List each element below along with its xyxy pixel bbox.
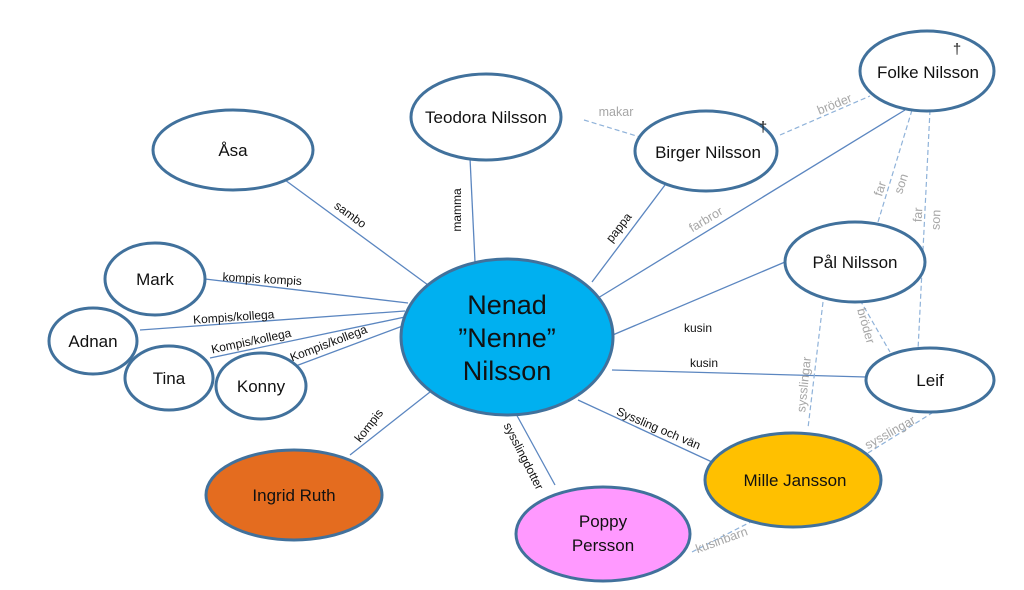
edge-label-sambo: sambo <box>332 199 370 232</box>
edge-label-kusin-pal: kusin <box>684 321 712 335</box>
node-mark[interactable] <box>103 241 207 317</box>
node-label-poppy-line-2: Persson <box>572 536 634 555</box>
edge-label-kollega-tina: Kompis/kollega <box>210 326 293 357</box>
node-konny[interactable] <box>214 351 308 421</box>
edge-label-kusin-leif: kusin <box>690 356 718 370</box>
node-label-folke: Folke Nilsson <box>877 63 979 82</box>
deceased-mark-folke: † <box>953 41 961 58</box>
node-label-teodora: Teodora Nilsson <box>425 108 547 127</box>
node-teodora[interactable] <box>409 72 563 162</box>
edge-kusin-pal <box>607 261 786 338</box>
edge-syssling-van <box>577 399 713 463</box>
edge-label-kompis-mark: kompis kompis <box>222 270 302 288</box>
edge-label-sysslingar-leif: sysslingar <box>862 413 917 452</box>
center-label-line-3: Nilsson <box>463 356 552 386</box>
edge-label-syssling-van: Syssling och vän <box>614 404 702 452</box>
node-asa[interactable] <box>151 108 315 192</box>
edge-label-kompis-ingrid: kompis <box>352 406 386 445</box>
edge-label-far-1: far <box>871 180 889 198</box>
edge-sambo <box>284 179 429 286</box>
node-folke[interactable] <box>858 29 996 113</box>
edge-kusin-leif <box>611 369 867 378</box>
edge-label-son-2: son <box>928 209 943 230</box>
node-label-poppy-line-1: Poppy <box>579 512 628 531</box>
edge-kollega-konny <box>284 323 409 371</box>
node-poppy[interactable] <box>514 485 692 583</box>
edge-far-son-2 <box>917 109 931 351</box>
node-label-adnan: Adnan <box>68 332 117 351</box>
edge-label-makar: makar <box>599 105 634 119</box>
edge-broder-pal-leif <box>859 299 891 353</box>
edge-sysslingdotter <box>514 411 556 486</box>
edge-kompis-mark <box>204 278 409 304</box>
node-adnan[interactable] <box>47 306 139 376</box>
node-leif[interactable] <box>864 346 996 414</box>
edge-label-mamma: mamma <box>450 188 464 232</box>
center-label-line-1: Nenad <box>467 290 547 320</box>
node-label-mille: Mille Jansson <box>744 471 847 490</box>
edge-label-farbror: farbror <box>687 204 726 235</box>
node-label-pal: Pål Nilsson <box>812 253 897 272</box>
node-label-mark: Mark <box>136 270 174 289</box>
edge-label-far-2: far <box>911 207 926 222</box>
node-label-birger: Birger Nilsson <box>655 143 761 162</box>
node-label-asa: Åsa <box>218 141 248 160</box>
edge-kollega-tina <box>209 316 406 359</box>
node-label-tina: Tina <box>153 369 186 388</box>
edge-kollega-adnan <box>139 310 406 331</box>
deceased-mark-birger: † <box>759 119 767 136</box>
node-tina[interactable] <box>123 344 215 412</box>
edge-kompis-ingrid <box>349 391 431 456</box>
edge-label-pappa: pappa <box>603 210 635 245</box>
edge-mamma <box>469 157 476 263</box>
edge-label-kollega-adnan: Kompis/kollega <box>193 307 275 327</box>
edge-sysslingar-pal <box>807 301 824 429</box>
center-label-line-2: ”Nenne” <box>458 323 556 353</box>
edge-far-son-1 <box>877 109 913 223</box>
node-label-leif: Leif <box>916 371 944 390</box>
node-label-konny: Konny <box>237 377 286 396</box>
node-center[interactable] <box>399 257 615 417</box>
edge-makar <box>583 119 641 138</box>
node-birger[interactable] <box>633 109 779 193</box>
edge-pappa <box>591 184 666 283</box>
node-ingrid[interactable] <box>204 448 384 542</box>
edge-farbror <box>597 109 906 299</box>
edge-label-kusinbarn: kusinbarn <box>694 524 750 556</box>
node-label-ingrid: Ingrid Ruth <box>252 486 335 505</box>
node-mille[interactable] <box>703 431 883 529</box>
node-pal[interactable] <box>783 220 927 304</box>
edge-label-broder-pal-leif: bröder <box>854 307 877 346</box>
edge-label-broder-folke-birger: bröder <box>815 91 854 118</box>
edge-broder-folke-birger <box>779 95 871 136</box>
edge-label-sysslingar-pal: sysslingar <box>794 356 814 413</box>
edge-label-son-1: son <box>891 172 911 196</box>
